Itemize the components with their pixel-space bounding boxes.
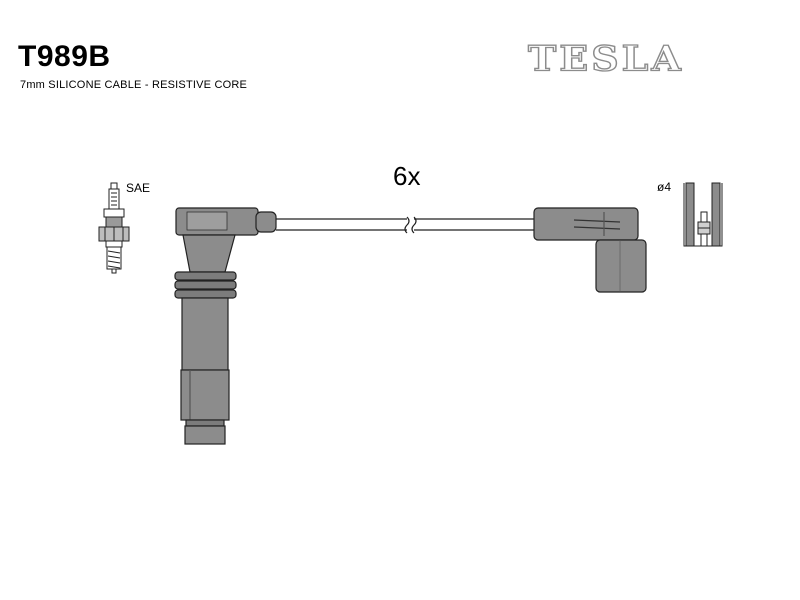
- terminal-diameter-label: ø4: [657, 180, 672, 194]
- plug-standard-label: SAE: [126, 181, 151, 195]
- part-number: T989B: [18, 40, 111, 73]
- brand-logo: TESLA: [527, 38, 684, 80]
- quantity-label: 6x: [393, 161, 421, 191]
- spark-plug-icon: [98, 182, 130, 274]
- angled-boot-icon: [533, 207, 647, 293]
- cable-description: 7mm SILICONE CABLE - RESISTIVE CORE: [20, 79, 248, 91]
- straight-boot-icon: [174, 207, 277, 445]
- cable: [276, 216, 536, 234]
- terminal-icon: [683, 182, 723, 247]
